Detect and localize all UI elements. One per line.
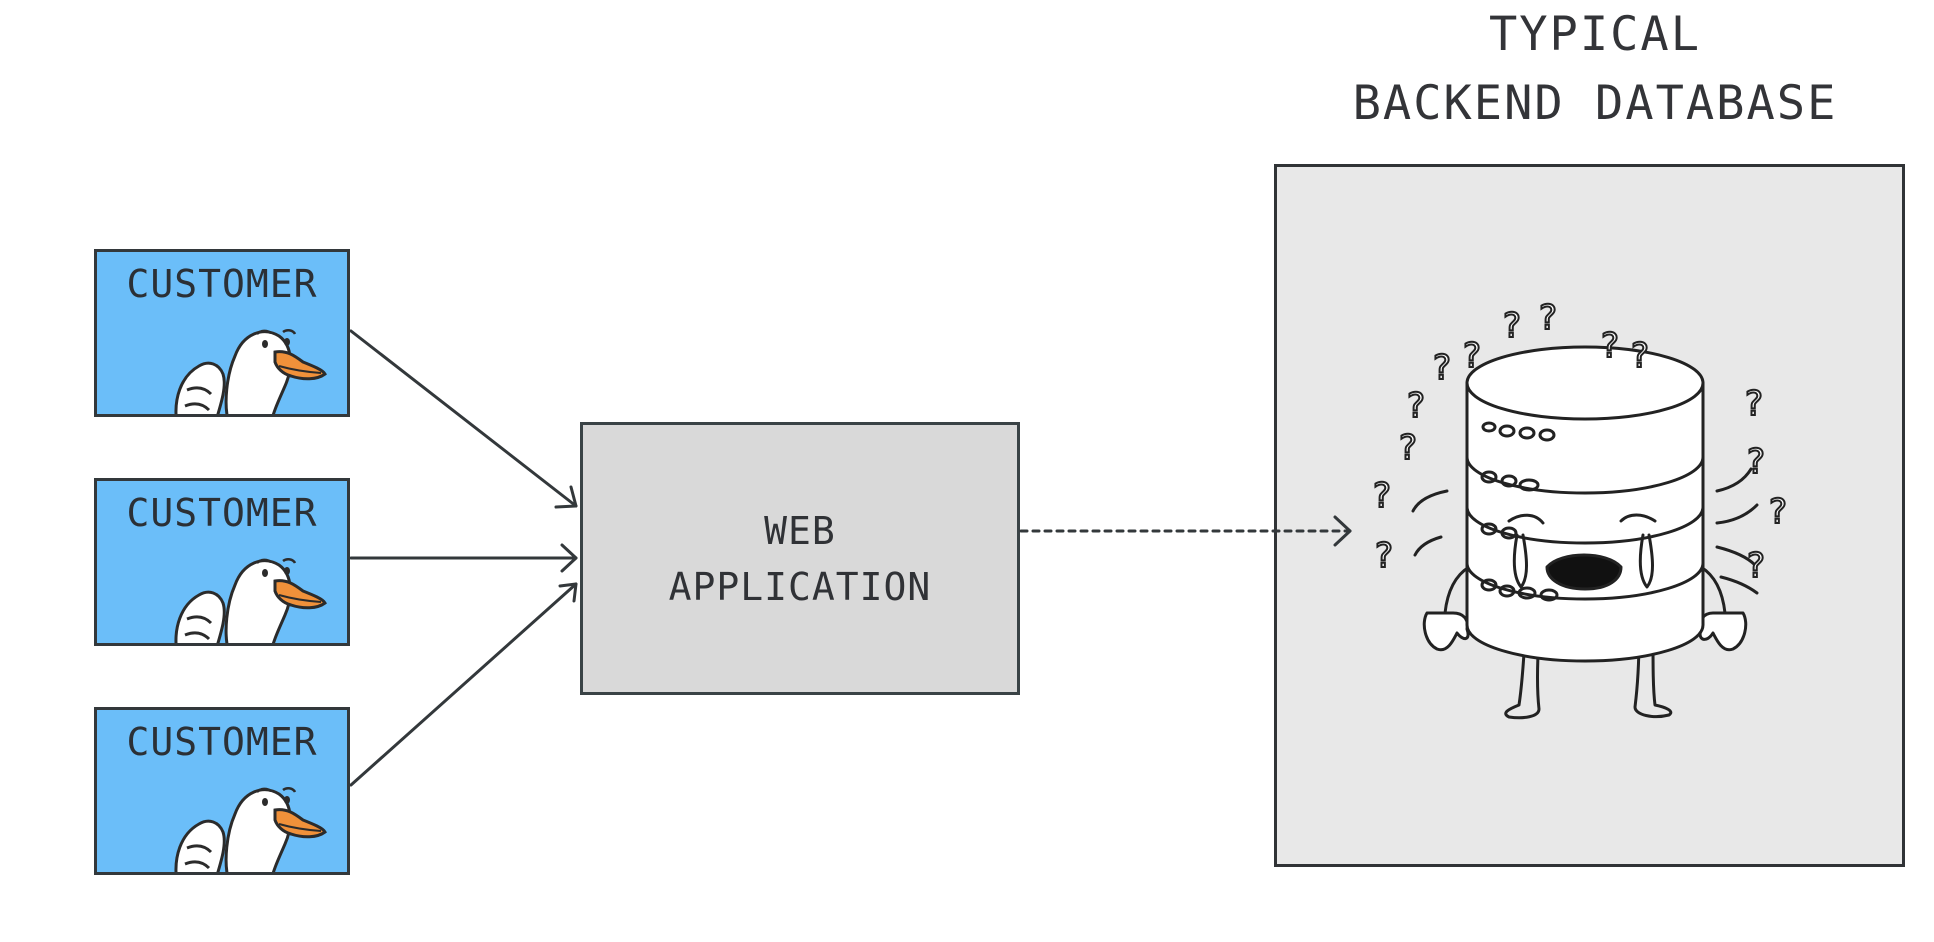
svg-text:?: ? — [1375, 536, 1393, 576]
arrow-customer-3-to-web-app — [349, 582, 578, 787]
svg-text:?: ? — [1503, 306, 1521, 346]
customer-label: CUSTOMER — [126, 491, 318, 535]
arrow-customer-2-to-web-app — [349, 543, 578, 573]
web-application-box: WEB APPLICATION — [580, 422, 1020, 695]
svg-text:?: ? — [1769, 492, 1787, 532]
customer-label: CUSTOMER — [126, 262, 318, 306]
svg-text:?: ? — [1407, 386, 1425, 426]
svg-text:?: ? — [1747, 546, 1765, 586]
database-title: TYPICAL BACKEND DATABASE — [1275, 0, 1915, 138]
arrow-customer-1-to-web-app — [349, 329, 578, 509]
svg-text:?: ? — [1747, 442, 1765, 482]
duck-icon — [174, 787, 327, 872]
svg-text:?: ? — [1631, 336, 1649, 376]
crying-database-icon: ? ? ? ? ? ? ? ? ? ? ? ? ? ? — [1372, 297, 1788, 720]
web-application-label-line-2: APPLICATION — [668, 564, 932, 609]
customer-box: CUSTOMER — [94, 707, 350, 875]
dotted-arrow-web-app-to-database — [1019, 515, 1352, 547]
database-title-line-2: BACKEND DATABASE — [1352, 76, 1838, 131]
svg-text:?: ? — [1601, 326, 1619, 366]
customer-box: CUSTOMER — [94, 478, 350, 646]
svg-text:?: ? — [1373, 476, 1391, 516]
duck-icon — [174, 558, 327, 643]
customer-box: CUSTOMER — [94, 249, 350, 417]
database-panel: ? ? ? ? ? ? ? ? ? ? ? ? ? ? — [1274, 164, 1905, 867]
database-title-line-1: TYPICAL — [1488, 7, 1702, 62]
customer-label: CUSTOMER — [126, 720, 318, 764]
svg-text:?: ? — [1399, 428, 1417, 468]
svg-text:?: ? — [1745, 384, 1763, 424]
svg-text:?: ? — [1433, 348, 1451, 388]
svg-text:?: ? — [1463, 336, 1481, 376]
web-application-label-line-1: WEB — [764, 508, 836, 553]
duck-icon — [174, 329, 327, 414]
svg-text:?: ? — [1539, 298, 1557, 338]
